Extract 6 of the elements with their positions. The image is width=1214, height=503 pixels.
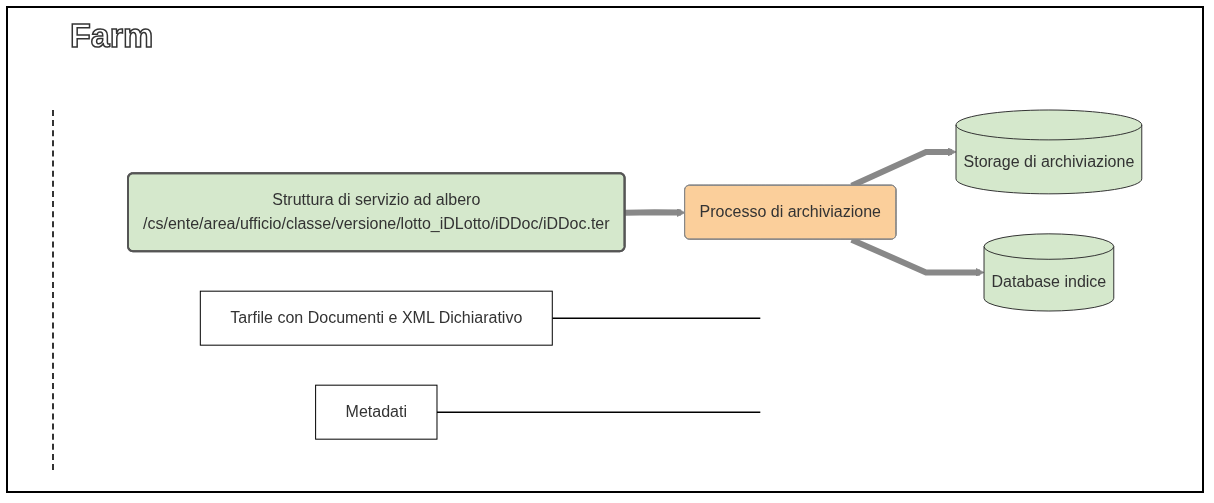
diagram-title: Farm: [70, 16, 154, 55]
node-box: Metadati: [315, 385, 438, 441]
arrow: [625, 208, 686, 218]
node-box: Tarfile con Documenti e XML Dichiarativo: [199, 291, 553, 347]
connector: [436, 411, 762, 414]
connector: [551, 317, 762, 320]
